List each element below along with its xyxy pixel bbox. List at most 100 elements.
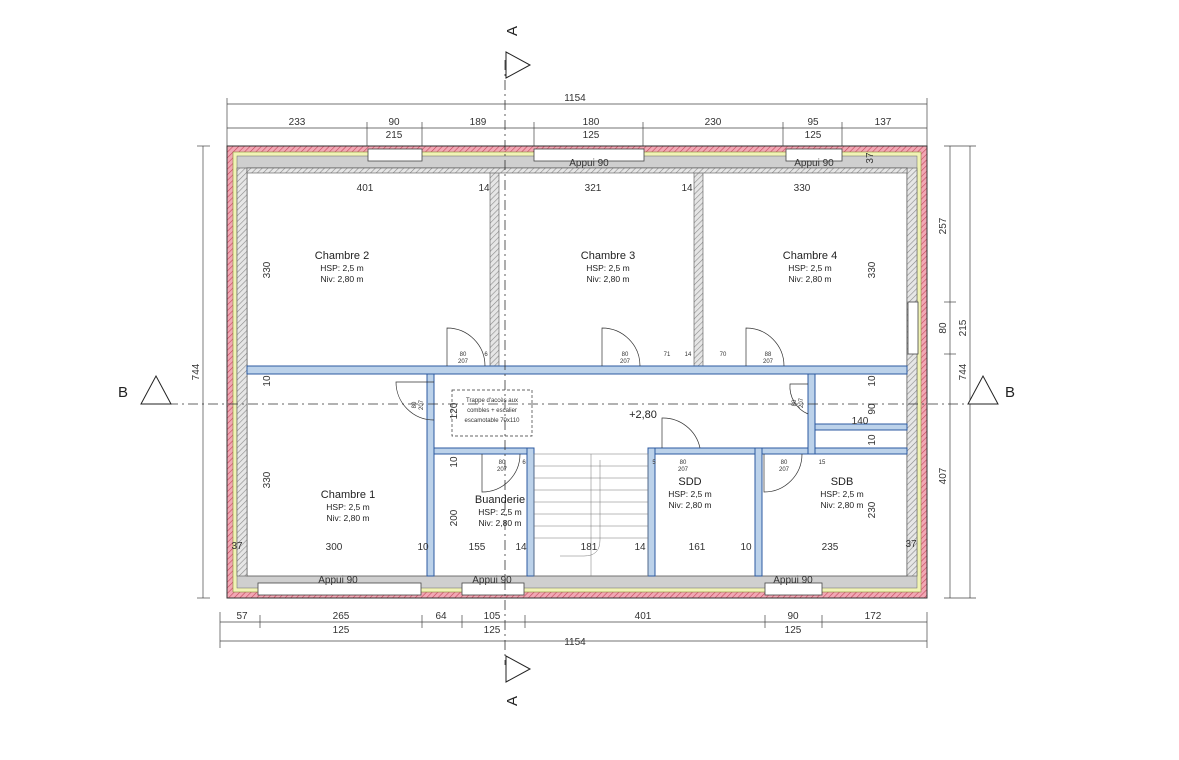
bottom-windows [257, 582, 823, 596]
dim-90: 90 [867, 403, 878, 415]
dim-6b: 6 [522, 460, 526, 466]
side-dimension-lines [197, 145, 976, 599]
dim-330-v2: 330 [867, 261, 878, 278]
dim-top-total: 1154 [564, 93, 586, 104]
dim-80v: 80 [412, 401, 418, 408]
dim-10d: 10 [449, 456, 460, 468]
dim-bottom-3: 64 [435, 611, 447, 622]
dim-207d: 207 [497, 467, 508, 473]
dim-207f: 207 [779, 467, 790, 473]
room-buanderie-hsp: HSP: 2,5 m [478, 507, 521, 517]
dim-207a: 207 [458, 359, 469, 365]
dim-bottom-1: 265 [333, 611, 350, 622]
dim-140: 140 [852, 416, 869, 427]
dim-bottom-9: 172 [865, 611, 882, 622]
room-chambre-1-niv: Niv: 2,80 m [327, 513, 370, 523]
room-sdd-name: SDD [678, 476, 701, 488]
section-label-a-bottom: A [504, 696, 521, 706]
dim-14a: 14 [478, 183, 490, 194]
dim-14e: 14 [634, 542, 646, 553]
room-sdb-hsp: HSP: 2,5 m [820, 489, 863, 499]
dim-181: 181 [581, 542, 598, 553]
dim-10a: 10 [262, 375, 273, 387]
dim-top-5: 125 [583, 130, 600, 141]
dim-top-2: 215 [386, 130, 403, 141]
dim-14d: 14 [515, 542, 527, 553]
section-label-a-top: A [504, 26, 521, 36]
dim-right-2: 215 [958, 319, 969, 336]
room-chambre-4-hsp: HSP: 2,5 m [788, 263, 831, 273]
appui-bottom-2: Appui 90 [472, 575, 512, 586]
dim-top-1: 90 [388, 117, 400, 128]
dim-10b: 10 [867, 375, 878, 387]
dim-10g: 10 [740, 542, 752, 553]
dim-bottom-2: 125 [333, 625, 350, 636]
dim-70: 70 [720, 352, 727, 358]
trappe-line-2: combles + escalier [467, 408, 517, 414]
doors [395, 327, 809, 493]
dim-235: 235 [822, 542, 839, 553]
dim-230: 230 [867, 501, 878, 518]
room-chambre-2-hsp: HSP: 2,5 m [320, 263, 363, 273]
trappe-line-3: escamotable 70x110 [465, 418, 521, 424]
room-chambre-2-name: Chambre 2 [315, 250, 369, 262]
dim-80a: 80 [460, 352, 467, 358]
dim-top-3: 189 [470, 117, 487, 128]
room-chambre-1-name: Chambre 1 [321, 489, 375, 501]
dim-top-7: 95 [807, 117, 819, 128]
room-chambre-4-name: Chambre 4 [783, 250, 837, 262]
dim-right-4: 744 [958, 363, 969, 380]
dim-6a: 6 [484, 352, 488, 358]
dim-80e: 80 [781, 460, 788, 466]
section-label-b-left: B [118, 384, 128, 401]
right-window [907, 301, 919, 355]
dim-330a: 330 [794, 183, 811, 194]
appui-bottom-1: Appui 90 [318, 575, 358, 586]
attic-hatch [451, 389, 533, 437]
dim-bottom-total: 1154 [564, 637, 586, 648]
dim-120: 120 [449, 402, 460, 419]
room-sdb-niv: Niv: 2,80 m [821, 500, 864, 510]
landing-level: +2,80 [629, 409, 657, 421]
dim-321: 321 [585, 183, 602, 194]
dim-14b: 14 [681, 183, 693, 194]
room-chambre-3-name: Chambre 3 [581, 250, 635, 262]
dim-bottom-0: 57 [236, 611, 248, 622]
dim-right-0: 257 [938, 217, 949, 234]
room-chambre-2-niv: Niv: 2,80 m [321, 274, 364, 284]
section-markers [140, 51, 999, 683]
room-buanderie-niv: Niv: 2,80 m [479, 518, 522, 528]
dim-top-0: 233 [289, 117, 306, 128]
room-sdd-niv: Niv: 2,80 m [669, 500, 712, 510]
dim-330-v1: 330 [262, 261, 273, 278]
room-sdb-name: SDB [831, 476, 854, 488]
dim-300: 300 [326, 542, 343, 553]
dim-left: 744 [191, 363, 202, 380]
dim-bottom-4: 105 [484, 611, 501, 622]
dim-401: 401 [357, 183, 374, 194]
dim-bottom-6: 401 [635, 611, 652, 622]
section-lines [168, 60, 990, 665]
trappe-line-1: Trappe d'accès aux [466, 398, 518, 404]
top-windows [367, 148, 843, 162]
dim-top-4: 180 [583, 117, 600, 128]
dim-10f: 10 [417, 542, 429, 553]
dim-top-6: 230 [705, 117, 722, 128]
dim-bottom-8: 125 [785, 625, 802, 636]
dim-bottom-7: 90 [787, 611, 799, 622]
appui-top-2: Appui 90 [794, 158, 834, 169]
room-buanderie-name: Buanderie [475, 494, 525, 506]
dim-37c: 37 [865, 152, 876, 164]
dim-207v: 207 [419, 399, 425, 410]
dim-207b: 207 [620, 359, 631, 365]
dim-80v2: 80 [792, 399, 798, 406]
dim-top-9: 137 [875, 117, 892, 128]
dim-161: 161 [689, 542, 706, 553]
room-chambre-3-hsp: HSP: 2,5 m [586, 263, 629, 273]
room-chambre-1-hsp: HSP: 2,5 m [326, 502, 369, 512]
room-sdd-hsp: HSP: 2,5 m [668, 489, 711, 499]
dim-200: 200 [449, 509, 460, 526]
dim-80d: 80 [680, 460, 687, 466]
appui-top-1: Appui 90 [569, 158, 609, 169]
